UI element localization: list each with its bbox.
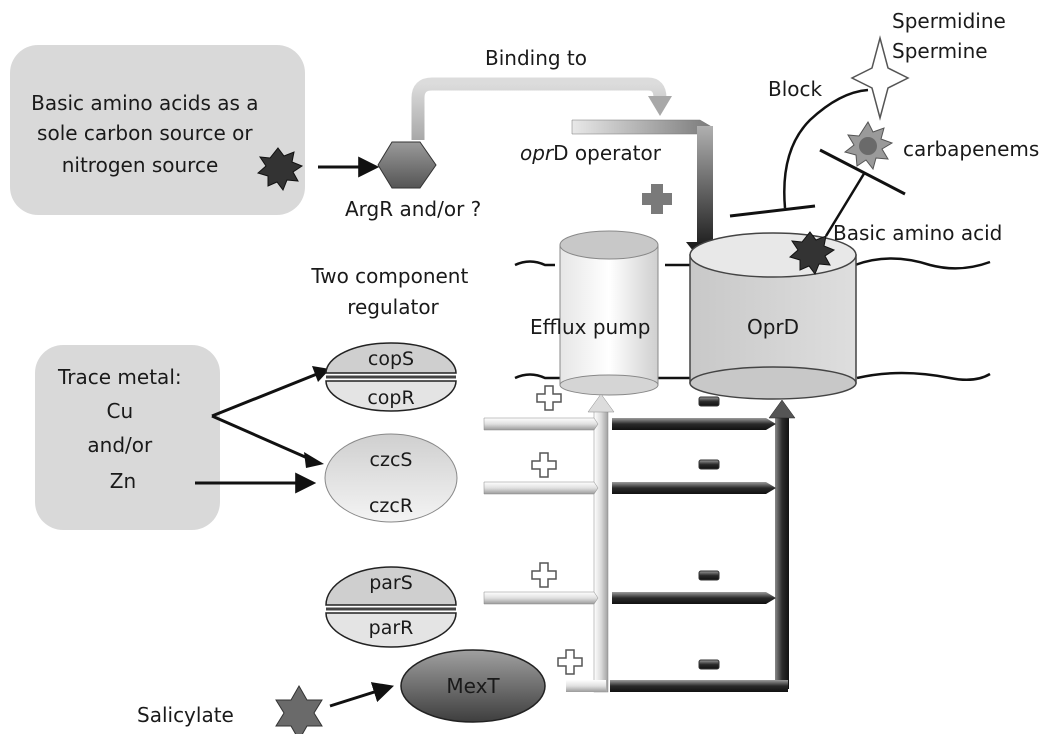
efflux-pump-label: Efflux pump [530, 315, 650, 339]
cu-to-cops-arrowhead [312, 366, 330, 382]
membrane-top-line [514, 257, 991, 270]
mext-oval [400, 649, 546, 723]
copr-label: copR [367, 387, 414, 409]
mext-label: MexT [446, 674, 500, 698]
tm-line-1: Trace metal: [57, 365, 182, 389]
bas-line-3: nitrogen source [62, 153, 219, 177]
bas-line-2: sole carbon source or [37, 121, 253, 145]
operator-down-arrow-shaft [697, 126, 713, 244]
cops-label: copS [368, 348, 414, 370]
oprd-operator-label: oprD operator [520, 141, 662, 165]
czc-repression-bar [612, 482, 776, 494]
basic-amino-acids-box [10, 45, 305, 215]
mext-light-connector [566, 680, 606, 692]
carbapenems-inhibition-line [824, 171, 867, 237]
cu-to-czcs-arrowhead [304, 452, 324, 468]
efflux-pump-cylinder [559, 230, 659, 396]
mext-repression-bar [610, 680, 788, 692]
oprd-label: OprD [747, 315, 799, 339]
cu-arrows [211, 370, 323, 462]
minus-icon-3 [698, 570, 720, 581]
plus-signs [531, 385, 583, 675]
bas-line-1: Basic amino acids as a [31, 91, 258, 115]
minus-signs [698, 396, 720, 670]
oprd-repression-arrowhead [768, 399, 796, 419]
activation-plus-icon [642, 184, 672, 214]
basic-amino-acids-text: Basic amino acids as a sole carbon sourc… [31, 91, 265, 177]
oprd-repression-vertical-bar [775, 415, 789, 689]
plus-icon-1 [536, 385, 562, 411]
salicylate-label: Salicylate [137, 703, 234, 727]
pars-label: parS [369, 572, 413, 594]
minus-icon-4 [698, 659, 720, 670]
carbapenems-block-bar [819, 148, 906, 196]
spermine-label: Spermine [892, 39, 988, 63]
binding-to-arrow [411, 77, 667, 140]
parr-label: parR [369, 617, 414, 639]
trace-metal-text: Trace metal: Cu and/or Zn [57, 365, 188, 493]
tm-line-4: Zn [110, 469, 136, 493]
argr-hexagon-icon [377, 141, 437, 189]
membrane-bottom-line [514, 371, 991, 382]
spermidine-star-icon [850, 35, 910, 121]
tcr-line-1: Two component [310, 264, 468, 288]
pars-parr-regulator [325, 566, 457, 648]
par-repression-bar [612, 592, 776, 604]
basic-amino-acid-label: Basic amino acid [833, 221, 1002, 245]
two-component-heading: Two component regulator [310, 264, 474, 319]
oprd-operator-bar [571, 119, 713, 135]
tm-line-3: and/or [87, 433, 153, 457]
block-label: Block [768, 77, 823, 101]
basic-amino-acid-starburst-icon [788, 231, 836, 276]
plus-icon-4 [557, 649, 583, 675]
carbapenems-sun-icon [843, 120, 894, 171]
trace-metal-box [35, 345, 220, 530]
block-inhibition-line [783, 88, 869, 209]
salicylate-to-mext-arrow [329, 682, 395, 708]
argr-label: ArgR and/or ? [345, 197, 481, 221]
binding-to-arrowhead [648, 96, 672, 116]
efflux-activation-arrowhead [587, 393, 615, 413]
tcr-line-2: regulator [347, 295, 439, 319]
plus-icon-2 [531, 452, 557, 478]
cop-activation-bar [483, 417, 599, 431]
par-activation-bar [483, 591, 599, 605]
cops-copr-regulator [325, 342, 457, 412]
binding-to-label: Binding to [485, 46, 587, 70]
salicylate-star-icon [275, 684, 323, 734]
plus-icon-3 [531, 562, 557, 588]
czcs-czcr-regulator [324, 433, 458, 523]
minus-icon-2 [698, 459, 720, 470]
spermidine-label: Spermidine [892, 9, 1006, 33]
carbapenems-label: carbapenems [903, 137, 1039, 161]
efflux-activation-vertical-bar [593, 409, 609, 693]
amino-acid-starburst-icon [256, 147, 304, 192]
minus-icon-1 [698, 396, 720, 407]
czcr-label: czcR [369, 495, 413, 517]
block-bar [729, 204, 816, 218]
czc-activation-bar [483, 481, 599, 495]
tm-line-2: Cu [107, 399, 134, 423]
cop-repression-bar [612, 418, 776, 430]
czcs-label: czcS [370, 449, 413, 471]
